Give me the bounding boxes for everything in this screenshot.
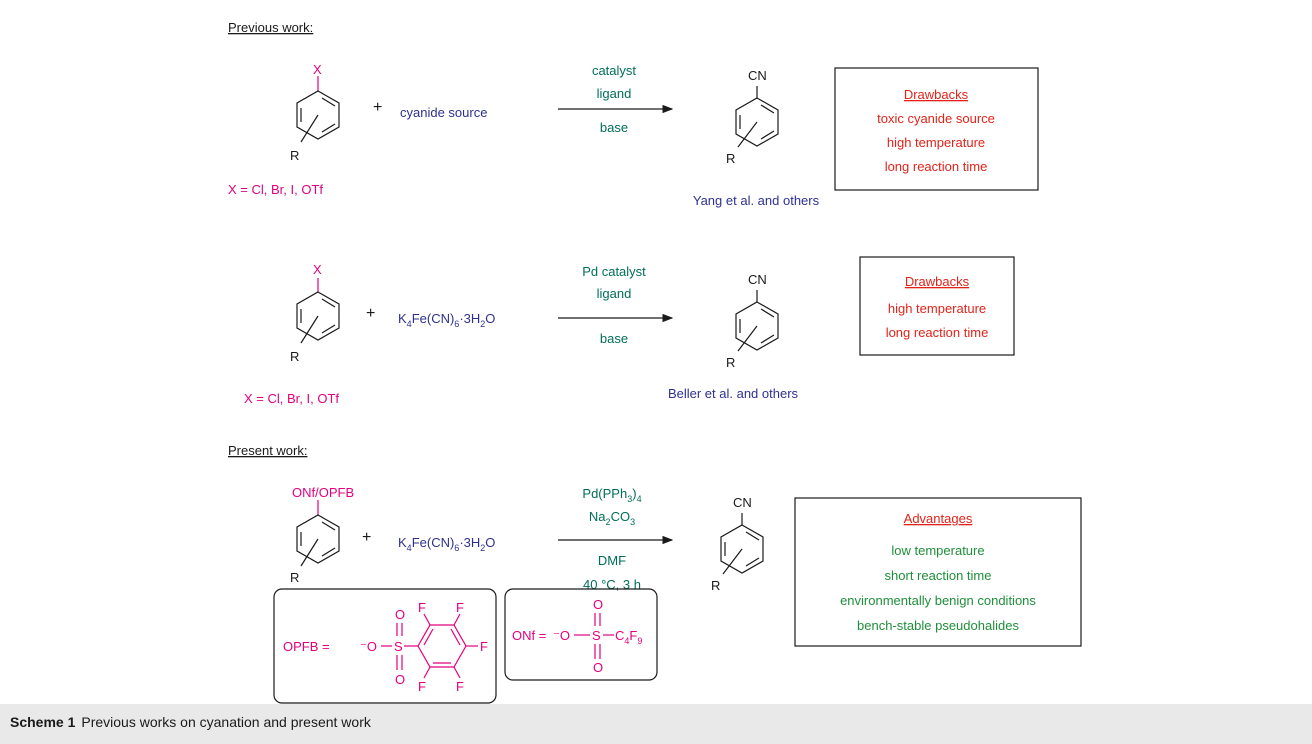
r1-box-title: Drawbacks — [904, 87, 969, 102]
opfb-definition-box: OPFB = ⁻O S O O F F F F F — [273, 588, 497, 704]
opfb-fluorine-5: F — [456, 679, 464, 694]
r3-reagent: K4Fe(CN)6·3H2O — [398, 535, 495, 553]
r3-advantages-box: Advantages low temperature short reactio… — [794, 497, 1082, 647]
r2-product: CN R — [726, 272, 779, 370]
r2-plus: + — [366, 305, 375, 322]
r1-r-group: R — [290, 148, 299, 163]
r1-box-item-2: high temperature — [887, 135, 985, 150]
r3-cond-base: Na2CO3 — [589, 509, 635, 527]
r2-cond-bottom: base — [600, 331, 628, 346]
opfb-o-minus: ⁻O — [360, 639, 377, 654]
r1-product: CN R — [726, 68, 779, 166]
opfb-fluorine-4: F — [418, 679, 426, 694]
onf-definition-box: ONf = ⁻O S O O C4F9 — [504, 588, 658, 681]
r2-box-title: Drawbacks — [905, 274, 970, 289]
opfb-oxygen-bottom: O — [395, 672, 405, 687]
onf-o-minus: ⁻O — [553, 628, 570, 643]
r3-product-r: R — [711, 578, 720, 593]
onf-oxygen-top: O — [593, 597, 603, 612]
r1-substituent-x: X — [313, 62, 322, 77]
r1-reference: Yang et al. and others — [693, 193, 820, 208]
r3-r-group: R — [290, 570, 299, 585]
onf-sulfur: S — [592, 628, 601, 643]
r3-aryl-sulfonate: ONf/OPFB R — [290, 485, 354, 585]
r2-cond-top2: ligand — [597, 286, 632, 301]
r1-plus: + — [373, 99, 382, 116]
section-present-title: Present work: — [228, 443, 307, 458]
opfb-fluorine-1: F — [418, 600, 426, 615]
r2-box-item-1: high temperature — [888, 301, 986, 316]
r1-drawbacks-box: Drawbacks toxic cyanide source high temp… — [834, 67, 1039, 191]
r2-reagent: K4Fe(CN)6·3H2O — [398, 311, 495, 329]
r2-reference: Beller et al. and others — [668, 386, 799, 401]
caption-label: Scheme 1 — [10, 714, 76, 730]
r2-aryl-halide: X R — [290, 262, 340, 364]
r2-box-item-2: long reaction time — [886, 325, 989, 340]
r2-substituent-x: X — [313, 262, 322, 277]
r1-box-item-1: toxic cyanide source — [877, 111, 995, 126]
r3-product: CN R — [711, 495, 764, 593]
r2-cond-top1: Pd catalyst — [582, 264, 646, 279]
onf-oxygen-bottom: O — [593, 660, 603, 675]
onf-perfluorobutyl: C4F9 — [615, 628, 642, 646]
r3-box-item-4: bench-stable pseudohalides — [857, 618, 1019, 633]
opfb-sulfur: S — [394, 639, 403, 654]
caption-text: Previous works on cyanation and present … — [81, 714, 371, 730]
r1-cond-bottom: base — [600, 120, 628, 135]
onf-label: ONf = — [512, 628, 546, 643]
r1-cond-top2: ligand — [597, 86, 632, 101]
scheme-caption: Scheme 1 Previous works on cyanation and … — [10, 714, 371, 730]
r2-product-r: R — [726, 355, 735, 370]
r2-x-definition: X = Cl, Br, I, OTf — [244, 391, 339, 406]
reaction-3: ONf/OPFB R + K4Fe(CN)6·3H2O Pd(PPh3)4 Na… — [273, 485, 1082, 704]
opfb-fluorine-3: F — [480, 639, 488, 654]
r1-aryl-halide: X R — [290, 62, 340, 163]
r1-reagent: cyanide source — [400, 105, 487, 120]
reaction-1: X R + cyanide source catalyst ligand bas… — [228, 62, 1039, 208]
opfb-oxygen-top: O — [395, 607, 405, 622]
opfb-label: OPFB = — [283, 639, 330, 654]
r3-box-item-3: environmentally benign conditions — [840, 593, 1036, 608]
r3-product-cn: CN — [733, 495, 752, 510]
r2-drawbacks-box: Drawbacks high temperature long reaction… — [859, 256, 1015, 356]
r2-product-cn: CN — [748, 272, 767, 287]
r3-box-item-1: low temperature — [891, 543, 984, 558]
r1-box-item-3: long reaction time — [885, 159, 988, 174]
r1-product-r: R — [726, 151, 735, 166]
r1-x-definition: X = Cl, Br, I, OTf — [228, 182, 323, 197]
r3-substituent: ONf/OPFB — [292, 485, 354, 500]
opfb-fluorine-2: F — [456, 600, 464, 615]
r2-r-group: R — [290, 349, 299, 364]
section-previous-title: Previous work: — [228, 20, 313, 35]
r3-plus: + — [362, 529, 371, 546]
r3-cond-solvent: DMF — [598, 553, 626, 568]
reaction-2: X R + K4Fe(CN)6·3H2O Pd catalyst ligand … — [244, 256, 1015, 406]
r1-cond-top1: catalyst — [592, 63, 636, 78]
caption-bar — [0, 704, 1312, 744]
r3-box-title: Advantages — [904, 511, 973, 526]
r3-cond-catalyst: Pd(PPh3)4 — [582, 486, 641, 504]
r3-cond-temp-time: 40 °C, 3 h — [583, 577, 641, 592]
r1-product-cn: CN — [748, 68, 767, 83]
r3-box-item-2: short reaction time — [885, 568, 992, 583]
